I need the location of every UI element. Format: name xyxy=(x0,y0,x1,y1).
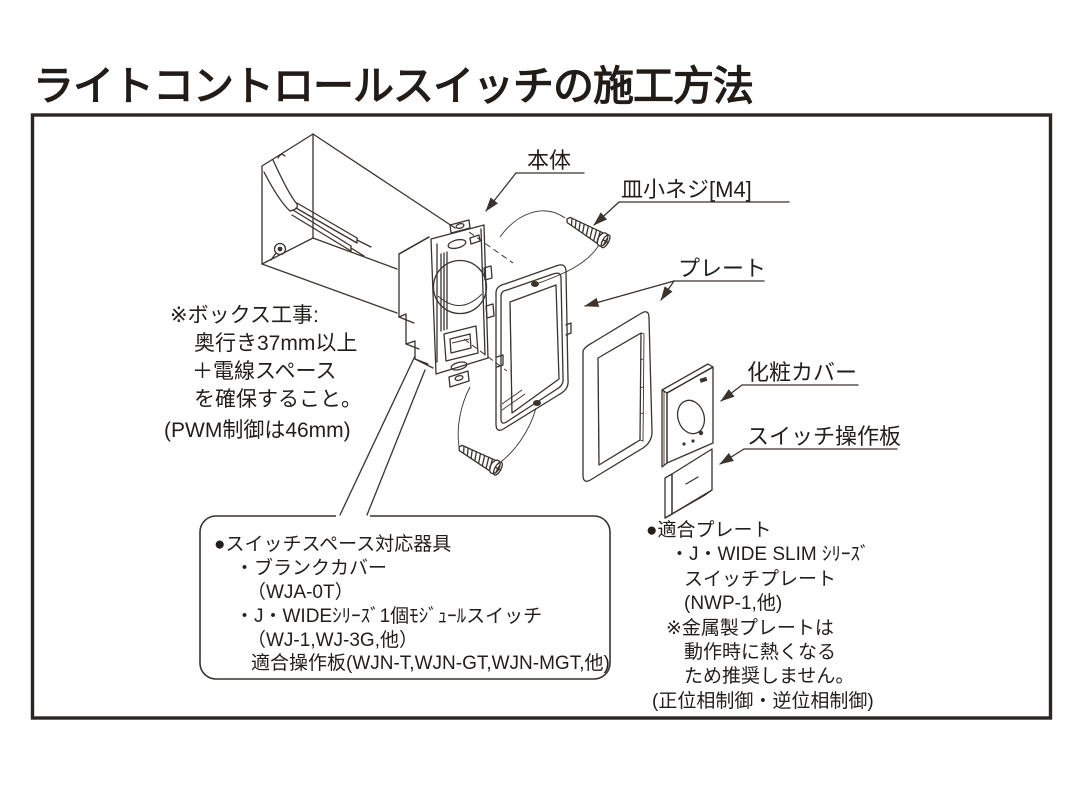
label-cover-text: 化粧カバー xyxy=(747,360,857,385)
label-screw-text: 皿小ネジ[M4] xyxy=(621,177,752,202)
label-plate: プレート xyxy=(584,256,766,307)
callout-line1: ●スイッチスペース対応器具 xyxy=(214,533,451,555)
callout-line5: （WJ-1,WJ-3G,他） xyxy=(247,629,418,651)
label-panel-text: スイッチ操作板 xyxy=(747,424,901,449)
plate-note-line7: ため推奨しません。 xyxy=(684,665,854,687)
plate-note-line3: スイッチプレート xyxy=(684,568,836,590)
label-cosmetic-cover: 化粧カバー xyxy=(720,360,859,402)
screw-path-cords xyxy=(457,210,600,465)
callout-line4: ・J・WIDEｼﾘｰｽﾞ1個ﾓｼﾞｭｰﾙスイッチ xyxy=(235,605,542,627)
cosmetic-cover xyxy=(661,363,714,468)
label-switch-panel: スイッチ操作板 xyxy=(719,424,901,465)
box-note-line5: (PWM制御は46mm) xyxy=(164,419,351,442)
box-note-line3: ＋電線スペース xyxy=(192,360,336,383)
brand-mark xyxy=(699,376,708,383)
dashed-alignment-top xyxy=(468,231,514,264)
plate-note-line1: ●適合プレート xyxy=(646,519,771,541)
plate-note: ●適合プレート ・J・WIDE SLIM ｼﾘｰｽﾞ スイッチプレート (NWP… xyxy=(646,519,874,712)
plate-note-line6: 動作時に熱くなる xyxy=(684,641,836,663)
switch-space-callout: ●スイッチスペース対応器具 ・ブランクカバー （WJA-0T） ・J・WIDEｼ… xyxy=(199,355,611,680)
box-note-line1: ※ボックス工事: xyxy=(170,304,319,327)
callout-line6: 適合操作板(WJN-T,WJN-GT,WJN-MGT,他) xyxy=(251,652,610,674)
box-note-line2: 奥行き37mm以上 xyxy=(194,332,357,355)
wires xyxy=(291,202,372,257)
figure-border xyxy=(30,113,1053,720)
label-plate-text: プレート xyxy=(678,256,766,281)
box-work-note: ※ボックス工事: 奥行き37mm以上 ＋電線スペース を確保すること。 (PWM… xyxy=(164,304,362,442)
label-body-text: 本体 xyxy=(527,148,571,173)
callout-line2: ・ブランクカバー xyxy=(235,556,387,579)
outer-plate xyxy=(582,311,653,482)
bottom-screw xyxy=(458,444,503,476)
plate-note-line8: (正位相制御・逆位相制御) xyxy=(652,690,874,712)
mounting-frame xyxy=(495,264,572,431)
plate-note-line5: ※金属製プレートは xyxy=(666,617,834,639)
wall-panel xyxy=(261,133,456,314)
switch-operation-panel xyxy=(664,448,713,519)
plate-note-line2: ・J・WIDE SLIM ｼﾘｰｽﾞ xyxy=(670,543,870,565)
switch-body xyxy=(398,219,495,388)
label-screw: 皿小ネジ[M4] xyxy=(593,177,790,226)
plate-note-line4: (NWP-1,他) xyxy=(684,592,782,614)
label-body: 本体 xyxy=(485,148,585,212)
callout-line3: （WJA-0T） xyxy=(247,581,354,603)
box-note-line4: を確保すること。 xyxy=(194,388,362,411)
page-title: ライトコントロールスイッチの施工方法 xyxy=(33,63,754,109)
top-screw xyxy=(566,216,611,249)
